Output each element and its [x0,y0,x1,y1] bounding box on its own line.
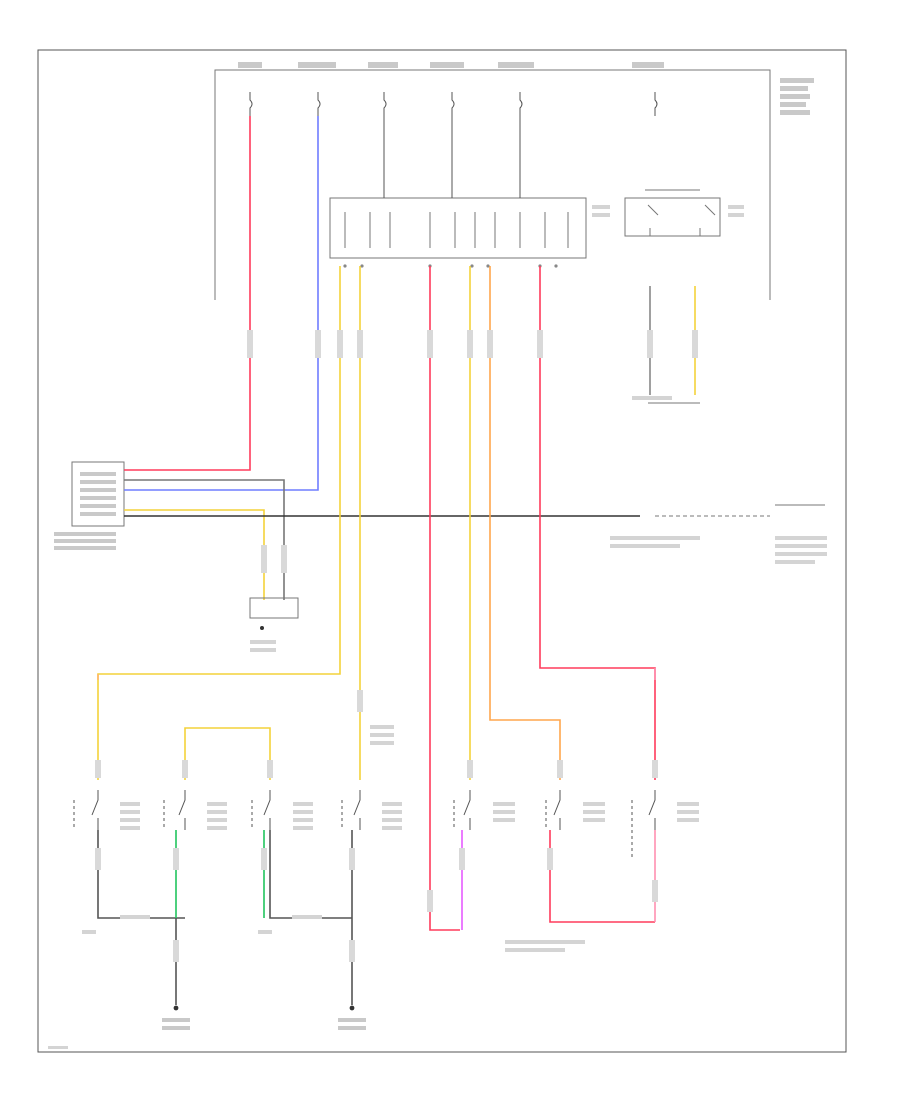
wire-code-blocks [95,330,698,962]
switch-module-pins [344,212,569,248]
ground-labels [162,1018,366,1030]
wire-red-center [429,266,460,931]
top-power-bus [214,69,771,300]
wire-red-lower-right [549,830,655,923]
wire-yellow-module [124,509,265,600]
module-ground-box [249,597,299,619]
relay-box [624,197,721,237]
wire-red-module [124,116,251,471]
ground-icons [173,1005,355,1011]
wire-gray-module-a [124,479,285,600]
wire-blue-module [124,116,319,491]
diagram-frame [37,49,847,1053]
wire-yellow-left [97,266,341,780]
wire-red-right [539,266,656,780]
component-label-blocks [48,205,827,1049]
fuse-symbols [249,92,658,116]
control-module-box [71,461,125,527]
module-ground-icon [260,626,264,630]
wire-black-lower-left [97,830,185,919]
wire-yellow-top-loop [184,727,271,780]
fuse-labels [238,62,814,115]
switch-module-box [329,197,587,259]
wire-orange-center [489,266,561,780]
control-module-labels [54,472,116,550]
relay-contacts [645,189,716,236]
wire-black-lower-mid [269,830,352,919]
connector-markers [343,264,558,268]
fuse-feed-wires [383,116,521,198]
switch-symbols [73,790,656,860]
